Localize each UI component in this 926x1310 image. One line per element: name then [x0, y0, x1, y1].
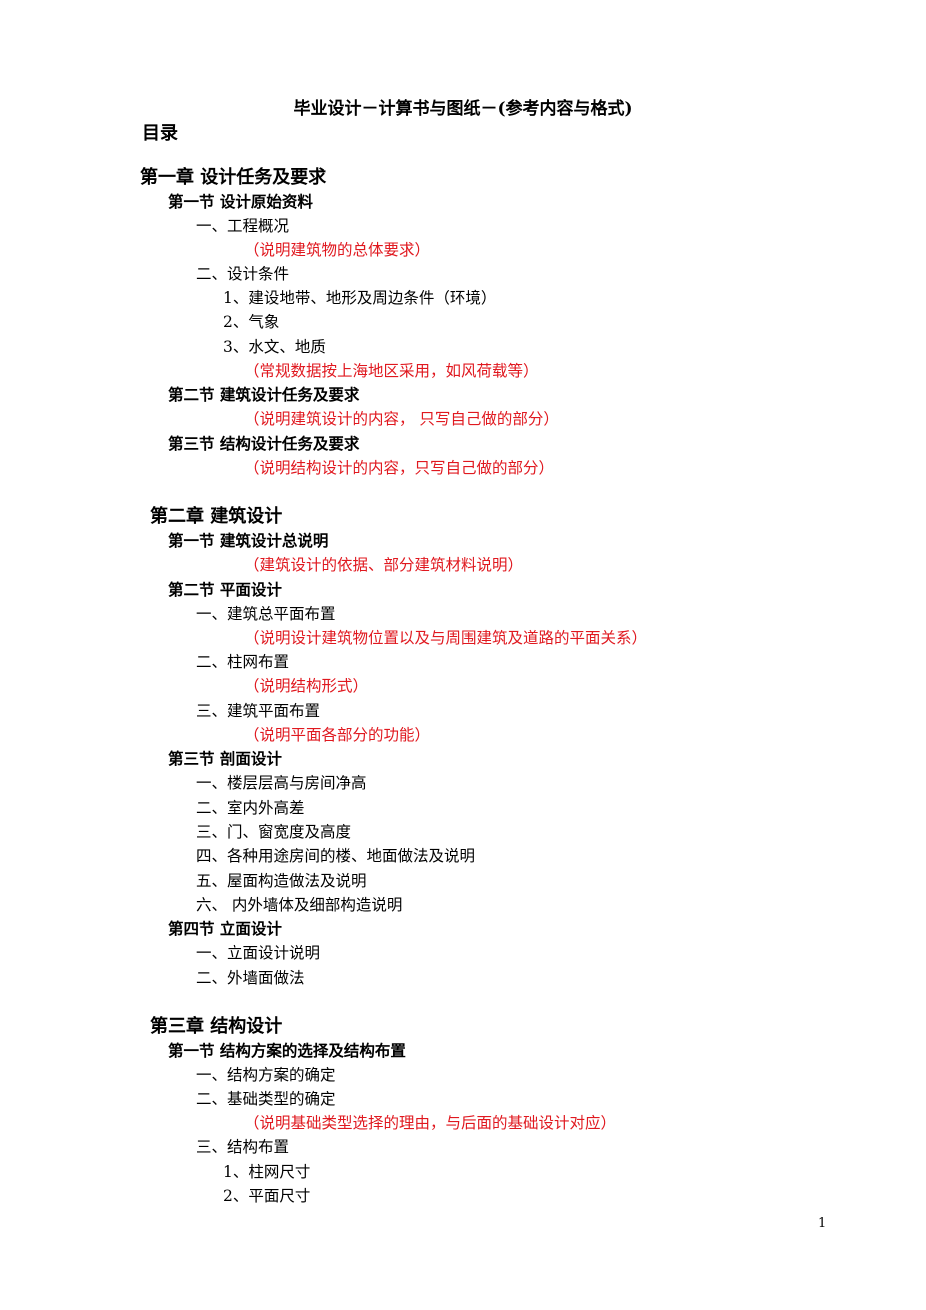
toc-line-chapter: 第一章 设计任务及要求: [140, 167, 327, 188]
toc-line-item: 一、工程概况: [196, 217, 290, 235]
toc-line-item: 2、平面尺寸: [223, 1187, 311, 1205]
toc-line-section: 第二节 建筑设计任务及要求: [168, 385, 360, 404]
toc-line-item: 二、外墙面做法: [196, 969, 305, 987]
toc-line-item: 1、柱网尺寸: [223, 1163, 311, 1181]
toc-line-item: 一、楼层层高与房间净高: [196, 774, 367, 792]
toc-line-section: 第二节 平面设计: [168, 580, 282, 599]
toc-line-note: （说明基础类型选择的理由，与后面的基础设计对应）: [244, 1114, 617, 1132]
toc-line-chapter: 第三章 结构设计: [150, 1016, 283, 1037]
toc-line-section: 第三节 剖面设计: [168, 749, 282, 768]
toc-line-item: 二、基础类型的确定: [196, 1090, 336, 1108]
toc-line-item: 1、建设地带、地形及周边条件（环境）: [223, 289, 497, 307]
toc-line-section: 第一节 结构方案的选择及结构布置: [168, 1041, 406, 1060]
toc-line-item: 二、室内外高差: [196, 799, 305, 817]
document-title: 毕业设计－计算书与图纸－(参考内容与格式): [293, 99, 633, 119]
toc-line-note: （常规数据按上海地区采用，如风荷载等）: [244, 362, 539, 380]
toc-line-section: 第一节 建筑设计总说明: [168, 531, 329, 550]
toc-heading: 目录: [142, 123, 178, 144]
toc-line-item: 二、柱网布置: [196, 653, 290, 671]
toc-line-note: （说明建筑物的总体要求）: [244, 241, 431, 259]
toc-line-item: 一、结构方案的确定: [196, 1066, 336, 1084]
toc-line-note: （说明建筑设计的内容， 只写自己做的部分）: [244, 410, 559, 428]
toc-line-item: 3、水文、地质: [223, 338, 326, 356]
toc-line-item: 二、设计条件: [196, 265, 290, 283]
toc-line-item: 三、结构布置: [196, 1138, 290, 1156]
toc-line-item: 一、立面设计说明: [196, 944, 321, 962]
toc-line-note: （说明平面各部分的功能）: [244, 726, 431, 744]
toc-line-item: 2、气象: [223, 313, 280, 331]
toc-line-item: 三、门、窗宽度及高度: [196, 823, 352, 841]
toc-line-note: （建筑设计的依据、部分建筑材料说明）: [244, 556, 524, 574]
toc-line-section: 第三节 结构设计任务及要求: [168, 434, 360, 453]
toc-line-section: 第一节 设计原始资料: [168, 192, 313, 211]
toc-line-note: （说明结构形式）: [244, 677, 369, 695]
page-number: 1: [818, 1216, 827, 1231]
toc-line-item: 三、建筑平面布置: [196, 702, 321, 720]
toc-line-chapter: 第二章 建筑设计: [150, 506, 283, 527]
toc-line-note: （说明设计建筑物位置以及与周围建筑及道路的平面关系）: [244, 629, 648, 647]
toc-line-item: 四、各种用途房间的楼、地面做法及说明: [196, 847, 476, 865]
toc-line-section: 第四节 立面设计: [168, 919, 282, 938]
toc-line-note: （说明结构设计的内容，只写自己做的部分）: [244, 459, 555, 477]
toc-line-item: 五、屋面构造做法及说明: [196, 872, 367, 890]
toc-line-item: 六、 内外墙体及细部构造说明: [196, 896, 403, 914]
toc-line-item: 一、建筑总平面布置: [196, 605, 336, 623]
